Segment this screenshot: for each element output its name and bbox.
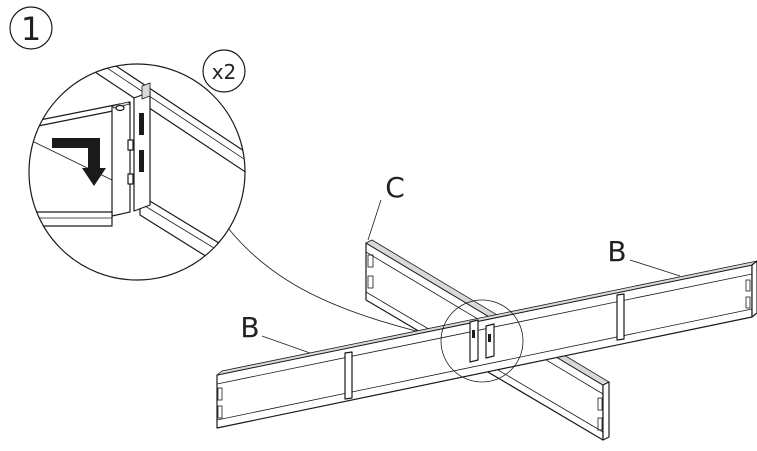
label-part-b-right: B <box>607 235 681 277</box>
part-b-beam <box>216 260 757 429</box>
label-part-b-left: B <box>240 311 311 354</box>
insert-direction-arrow <box>52 138 106 186</box>
label-c-text: C <box>385 171 405 204</box>
step-number-badge: 1 <box>9 6 53 50</box>
quantity-badge: x2 <box>202 49 246 93</box>
frame-assembly <box>216 239 757 441</box>
quantity-text: x2 <box>212 60 237 84</box>
step-number: 1 <box>21 10 41 48</box>
joint-highlight-circle <box>440 299 524 383</box>
detail-view <box>28 63 246 281</box>
label-part-c: C <box>367 171 405 241</box>
joint-brackets <box>469 319 495 363</box>
label-b-left-text: B <box>240 311 259 344</box>
label-b-right-text: B <box>607 235 626 268</box>
detail-leader-line <box>227 227 446 339</box>
